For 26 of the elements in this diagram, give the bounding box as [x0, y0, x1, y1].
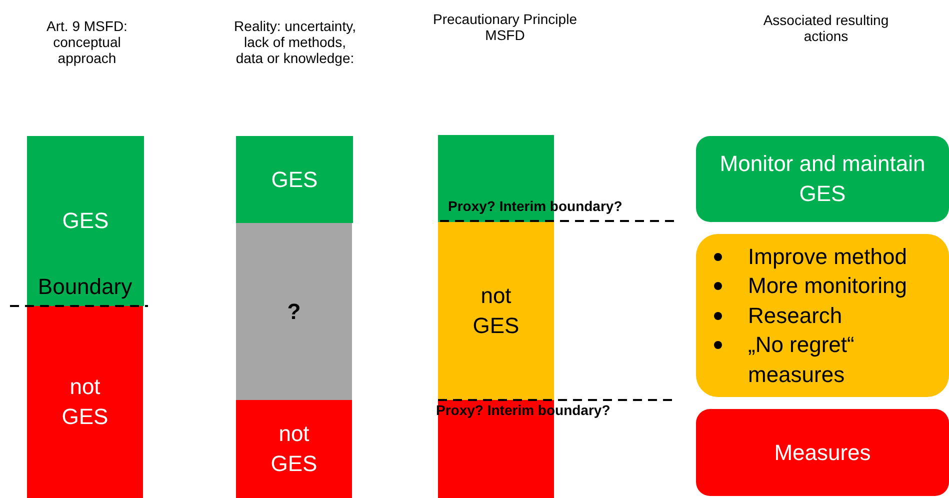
action-box: [696, 136, 949, 222]
status-band: [236, 136, 353, 223]
action-box: [696, 409, 949, 496]
action-item: „No regret“ measures: [748, 331, 856, 389]
band-label: GES: [270, 166, 319, 194]
status-band: [27, 306, 143, 498]
band-label: GES: [61, 207, 110, 235]
action-box: [696, 234, 949, 397]
status-band: [236, 223, 352, 400]
action-item: Research: [748, 302, 842, 330]
status-band: [27, 136, 144, 306]
boundary-label: Boundary: [36, 274, 134, 300]
band-label: not GES: [472, 282, 520, 340]
band-label: not GES: [270, 420, 318, 478]
band-label: Monitor and maintain GES: [718, 150, 926, 208]
column-heading: Reality: uncertainty, lack of methods, data or knowledge:: [233, 18, 357, 66]
column-heading: Precautionary Principle MSFD: [432, 11, 578, 43]
band-label: Measures: [773, 438, 872, 466]
status-band: [438, 222, 554, 400]
status-band: [236, 400, 352, 498]
column-heading: Associated resulting actions: [762, 12, 890, 44]
action-item: More monitoring: [748, 272, 907, 300]
band-label: not GES: [60, 373, 110, 431]
action-item: Improve method: [748, 242, 907, 271]
unknown-mark: ?: [286, 298, 302, 326]
column-heading: Art. 9 MSFD: conceptual approach: [46, 18, 128, 66]
